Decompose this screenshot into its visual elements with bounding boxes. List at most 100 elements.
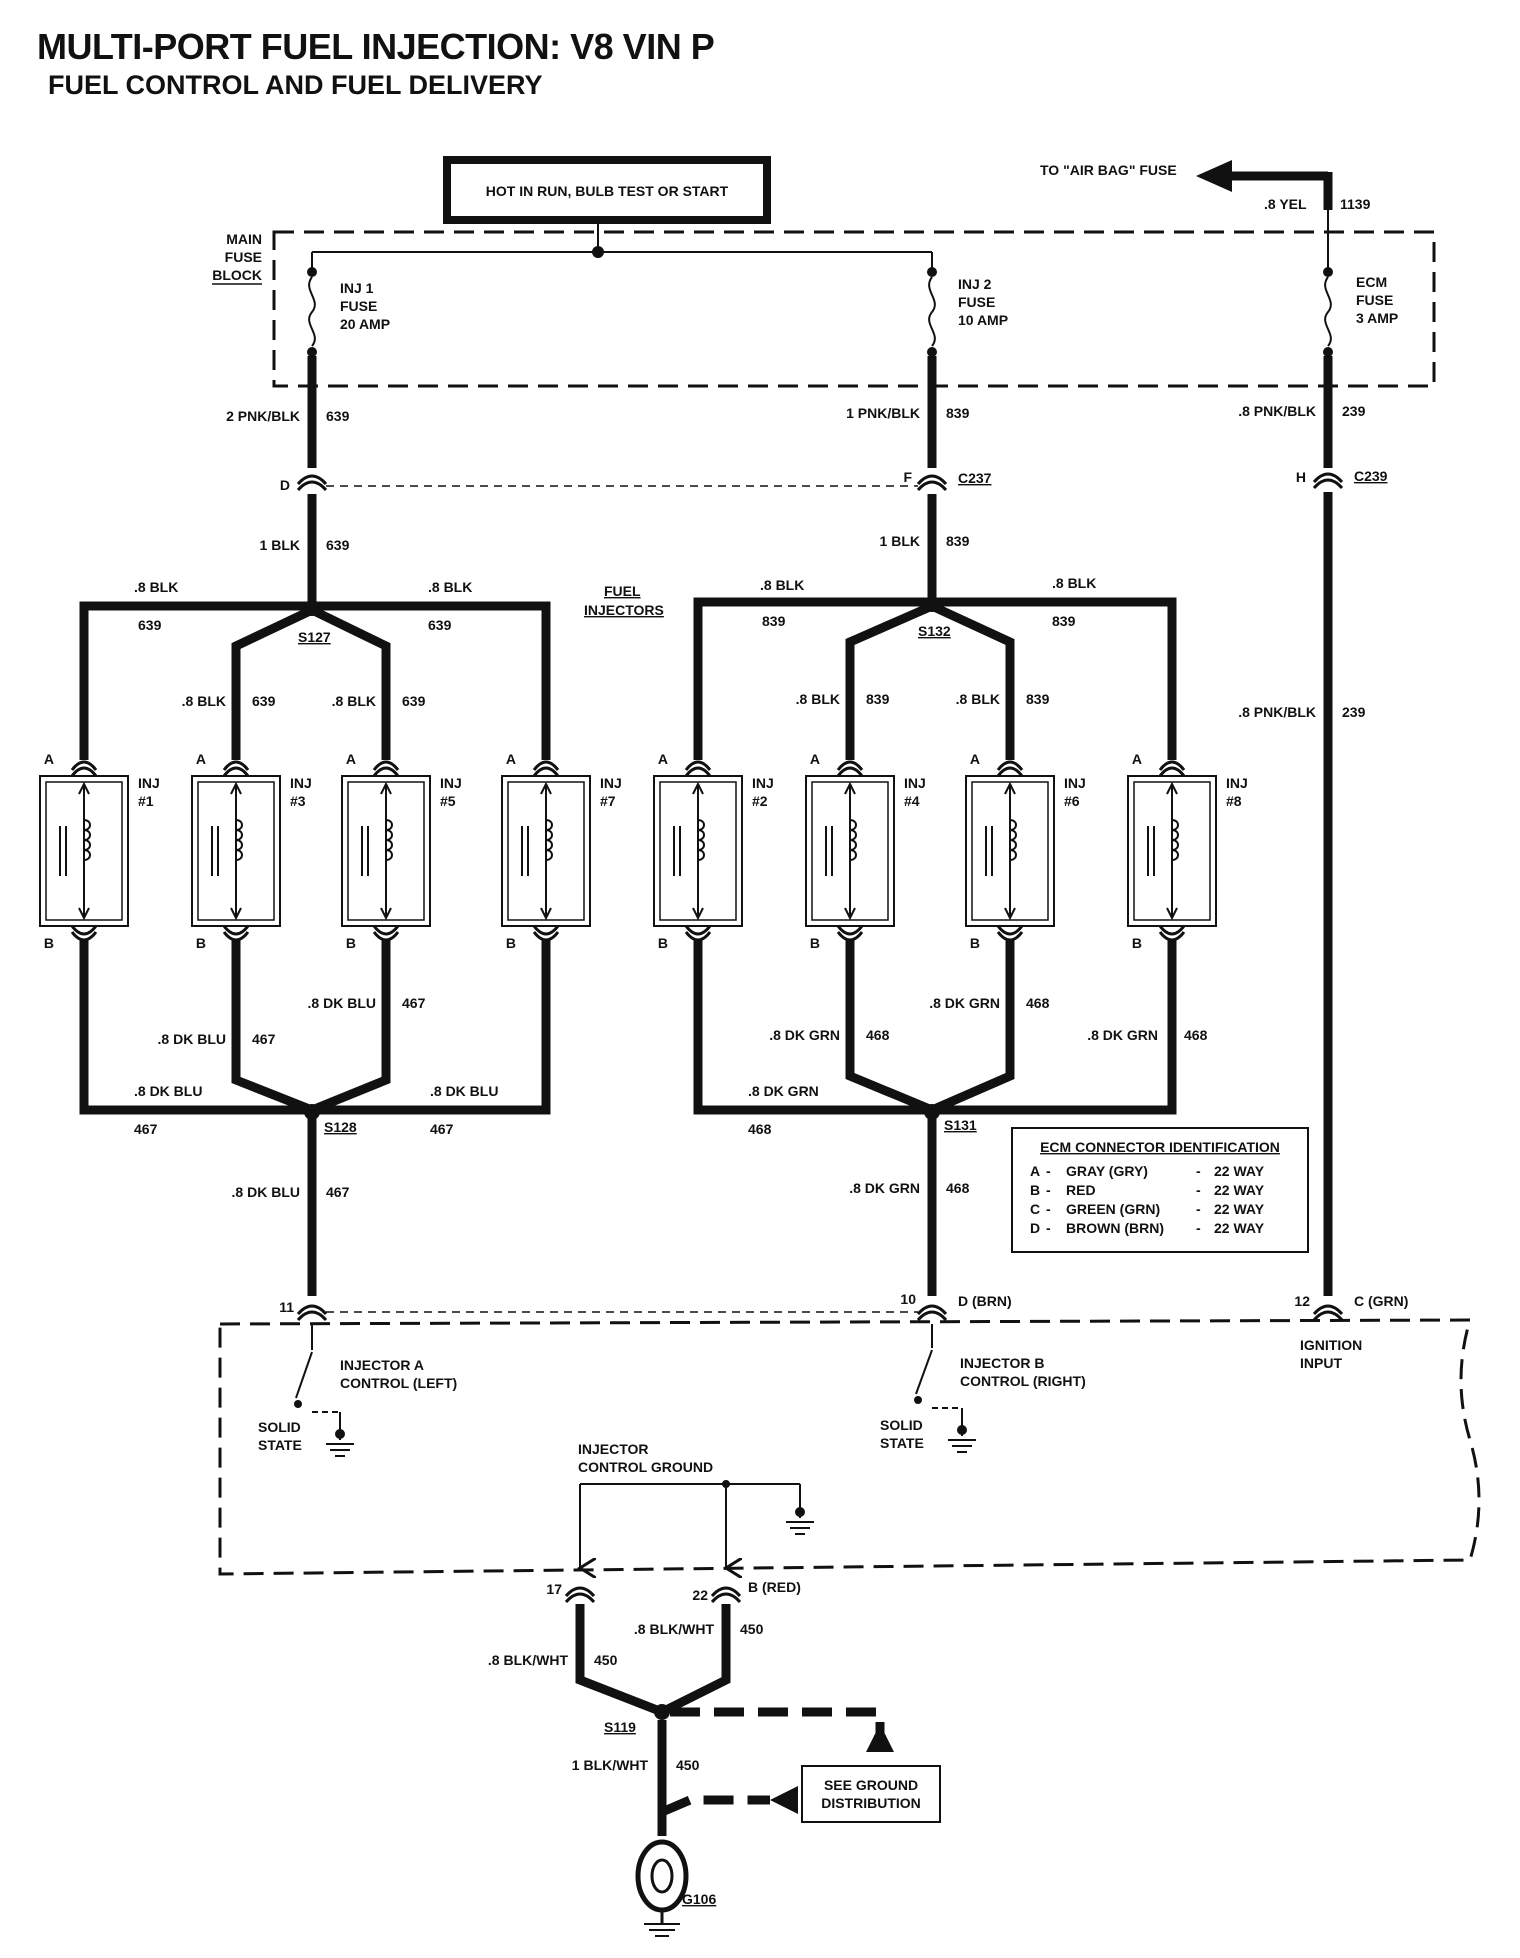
splice-s131-label: S131 [944,1117,977,1133]
rb-ret-wire-3: .8 DK GRN [769,1027,840,1043]
lb-feed-wire-4: .8 BLK [332,693,376,709]
injector-number: #2 [752,793,768,809]
ecm-id-dash-2: - [1196,1182,1201,1198]
fuse-ecm: ECM FUSE 3 AMP [1323,267,1398,357]
air-bag-arrow-icon [1196,160,1232,192]
rb-feed-circuit-3: 839 [866,691,890,707]
ecm-id-way: 22 WAY [1214,1201,1265,1217]
injector-name: INJ [600,775,622,791]
c239-label: C239 [1354,468,1388,484]
wire1-mid-circuit: 639 [326,537,350,553]
power-source-label: HOT IN RUN, BULB TEST OR START [486,183,729,199]
ecm-id-color: GREEN (GRN) [1066,1201,1160,1217]
injector-name: INJ [752,775,774,791]
ecm-id-dash-1: - [1046,1201,1051,1217]
rb-feed-wire-3: .8 BLK [796,691,840,707]
lb-feed-circuit-3: 639 [252,693,276,709]
ignition-input-2: INPUT [1300,1355,1342,1371]
solid-state-b-1: SOLID [880,1417,923,1433]
left-bank-harness: S127 .8 BLK 639 .8 BLK 639 .8 BLK 639 .8… [79,579,551,1296]
ignition-input-1: IGNITION [1300,1337,1362,1353]
ecm-id-row: A-GRAY (GRY)-22 WAY [1030,1163,1265,1179]
injector-pin-a: A [346,751,356,767]
injector-b-label-1: INJECTOR B [960,1355,1045,1371]
injector-pin-b: B [1132,935,1142,951]
rb-ret-circuit-3: 468 [866,1027,890,1043]
yel-wire-label: .8 YEL [1264,196,1307,212]
lb-feed-circuit-2: 639 [428,617,452,633]
injector-pin-a: A [506,751,516,767]
b-red-label: B (RED) [748,1579,801,1595]
fuse-block-label-3: BLOCK [212,267,262,283]
rb-feed-circuit-4: 839 [1026,691,1050,707]
injector-group: ABINJ#1ABINJ#3ABINJ#5ABINJ#7ABINJ#2ABINJ… [39,751,1248,951]
ground-pins: 17 22 B (RED) [546,1579,801,1604]
fuse-block-label-1: MAIN [226,231,262,247]
ecm-id-color: BROWN (BRN) [1066,1220,1164,1236]
power-source-box: HOT IN RUN, BULB TEST OR START [443,156,771,252]
rb-ret-wire-1: .8 DK GRN [748,1083,819,1099]
rb-feed-circuit-2: 839 [1052,613,1076,629]
ecm-id-way: 22 WAY [1214,1182,1265,1198]
ecm-id-dash-1: - [1046,1163,1051,1179]
pin-f-label: F [903,469,912,485]
connector-c239: H C239 [1296,468,1388,490]
ecm-id-color: RED [1066,1182,1096,1198]
ecm-id-title: ECM CONNECTOR IDENTIFICATION [1040,1139,1280,1155]
wire2-top-label: 1 PNK/BLK [846,405,920,421]
splice-s119-dot [654,1704,670,1720]
splice-s132-label: S132 [918,623,951,639]
fuse1-label-1: INJ 1 [340,280,374,296]
injector-name: INJ [1226,775,1248,791]
injector-pin-a: A [196,751,206,767]
air-bag-label: TO "AIR BAG" FUSE [1040,162,1177,178]
injector-a-label-1: INJECTOR A [340,1357,424,1373]
rb-feed-wire-4: .8 BLK [956,691,1000,707]
injector-pin-b: B [346,935,356,951]
injector-pin-a: A [970,751,980,767]
lb-ret-wire-4: .8 DK BLU [308,995,376,1011]
injector-number: #7 [600,793,616,809]
splice-s127-dot [304,600,320,616]
rb-ret-wire-4: .8 DK GRN [929,995,1000,1011]
solid-state-a-1: SOLID [258,1419,301,1435]
fuse3-label-2: FUSE [1356,292,1393,308]
ecm-connector-id-box: ECM CONNECTOR IDENTIFICATION A-GRAY (GRY… [1011,1127,1309,1253]
gnd-main-wire: 1 BLK/WHT [572,1757,649,1773]
lb-ret-circuit-1: 467 [134,1121,158,1137]
pin12-label: 12 [1294,1293,1310,1309]
lb-feed-wire-1: .8 BLK [134,579,178,595]
injector-number: #8 [1226,793,1242,809]
fuse2-label-2: FUSE [958,294,995,310]
gnd-wire-17-circuit: 450 [594,1652,618,1668]
injector-number: #4 [904,793,920,809]
d-brn-label: D (BRN) [958,1293,1012,1309]
wire3-top-circuit: 239 [1342,403,1366,419]
injector-pin-a: A [658,751,668,767]
pin11-label: 11 [279,1299,294,1315]
lb-main-ret-circuit: 467 [326,1184,350,1200]
rb-main-ret-circuit: 468 [946,1180,970,1196]
wire2-mid-circuit: 839 [946,533,970,549]
wire1-mid-label: 1 BLK [260,537,300,553]
fuse-block-label-2: FUSE [225,249,262,265]
fuel-injectors-label-2: INJECTORS [584,602,664,618]
splice-s128-label: S128 [324,1119,357,1135]
ground-triangle-icon [866,1724,894,1752]
wire3-long-circuit: 239 [1342,704,1366,720]
ecm-id-row: B-RED-22 WAY [1030,1182,1265,1198]
lb-feed-wire-3: .8 BLK [182,693,226,709]
wire3-top-label: .8 PNK/BLK [1238,403,1316,419]
ecm-box: IGNITION INPUT INJECTOR A CONTROL (LEFT)… [218,1318,1481,1574]
lb-feed-circuit-4: 639 [402,693,426,709]
ecm-id-row: D-BROWN (BRN)-22 WAY [1030,1220,1265,1236]
ground-harness: S119 .8 BLK/WHT 450 .8 BLK/WHT 450 1 BLK… [488,1604,941,1937]
rb-main-ret-wire: .8 DK GRN [849,1180,920,1196]
mid-wires: 1 BLK 639 1 BLK 839 .8 PNK/BLK 239 [260,492,1366,1296]
